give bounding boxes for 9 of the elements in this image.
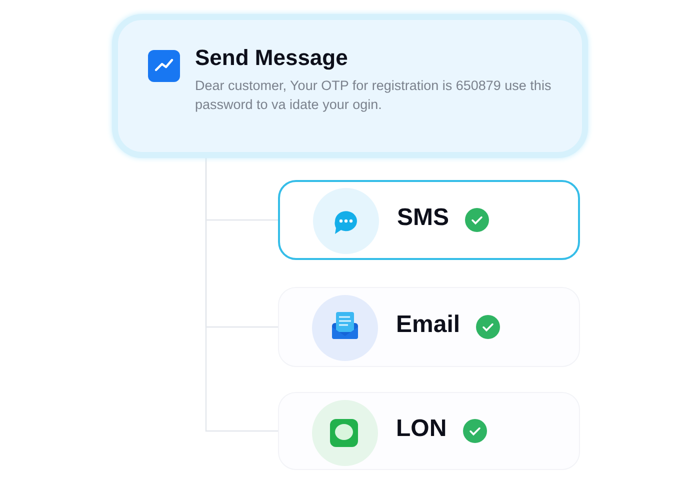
channel-name: Email [396, 311, 460, 339]
channel-name: LON [396, 415, 447, 443]
channel-name: SMS [397, 204, 450, 232]
selected-option-card [278, 180, 580, 260]
message-text: Dear customer, Your OTP for registration is 650879 use this password to va idate your ogin. [195, 77, 552, 114]
message-title: Send Message [195, 45, 348, 71]
option-card [278, 392, 580, 470]
message-card [112, 14, 588, 158]
option-card [278, 287, 580, 367]
